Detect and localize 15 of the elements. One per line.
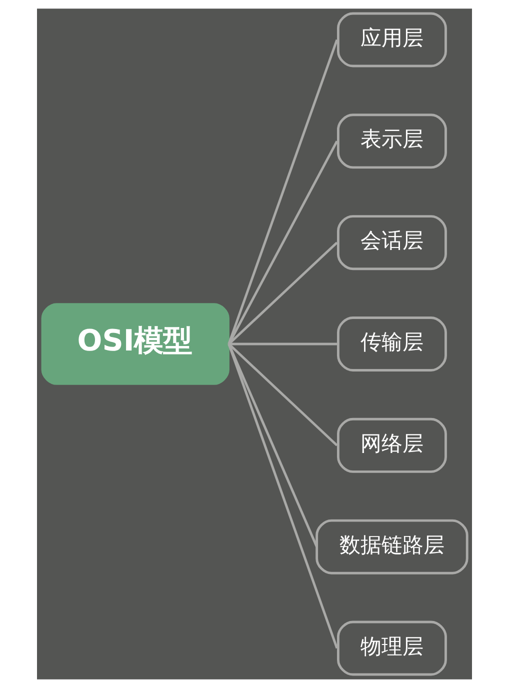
node-box: 表示层 xyxy=(336,114,447,169)
node-box: 会话层 xyxy=(336,215,447,270)
connector xyxy=(228,342,337,346)
node-box: 传输层 xyxy=(336,316,447,372)
connector xyxy=(228,39,338,344)
node-box: 物理层 xyxy=(336,620,447,676)
connector xyxy=(228,343,338,446)
node-box: 应用层 xyxy=(336,12,447,68)
connector xyxy=(228,140,338,345)
connector xyxy=(228,242,338,345)
node-box: 网络层 xyxy=(336,418,447,473)
connector xyxy=(228,344,318,548)
node-box: 数据链路层 xyxy=(316,519,468,574)
connector xyxy=(228,344,338,649)
node-box: OSI模型 xyxy=(41,303,230,385)
